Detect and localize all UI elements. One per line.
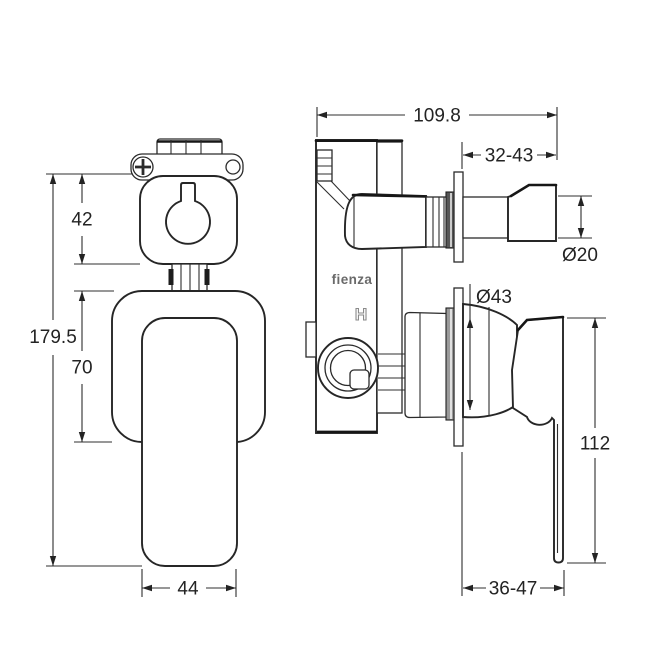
dim-knob-height: 42: [46, 173, 140, 265]
keyhole-marking: [165, 182, 211, 245]
mixer-handle-front: [141, 317, 238, 567]
diverter-knob-side: [507, 183, 558, 242]
side-view: fienza H: [305, 106, 610, 600]
bracket-hole-icon: [225, 159, 241, 175]
hot-indicator: H: [355, 305, 367, 324]
dim-plate-diameter: Ø43: [466, 284, 512, 410]
dim-diverter-wall-range: 32-43: [461, 142, 556, 169]
threaded-adapter: [425, 196, 448, 248]
dim-handle-width: 44: [141, 569, 237, 600]
dim-label-handle-length: 112: [580, 434, 610, 455]
mounting-tab: [305, 321, 317, 358]
diverter-knob: [139, 175, 238, 265]
cartridge-housing: [317, 337, 379, 399]
mounting-screw-icon: [132, 156, 154, 178]
dim-label-plate-diameter: Ø43: [476, 287, 512, 308]
dim-label-handle-width: 44: [177, 579, 199, 600]
handle-assembly: [378, 287, 565, 564]
dim-label-overall-height: 179.5: [29, 327, 77, 348]
dim-overall-depth: 109.8: [316, 106, 558, 160]
diverter-stem-tube: [462, 196, 509, 239]
wall-bracket: [130, 153, 244, 181]
dim-plate-height: 70: [71, 290, 114, 443]
dim-label-handle-wall-range: 36-47: [489, 579, 538, 600]
dim-handle-wall-range: 36-47: [461, 452, 565, 600]
dim-label-diverter-wall-range: 32-43: [485, 146, 534, 167]
lever-handle-side: [511, 315, 565, 564]
inlet-fitting: [316, 149, 333, 182]
stem-clip-left: [168, 269, 174, 285]
dim-overall-height: 179.5: [29, 174, 142, 567]
dim-label-plate-height: 70: [71, 358, 92, 379]
wall-flange-lower: [453, 287, 464, 447]
dim-handle-length: 112: [567, 317, 610, 564]
dim-diverter-diameter: Ø20: [558, 195, 598, 266]
wall-flange-upper: [453, 171, 464, 263]
dim-label-knob-height: 42: [71, 210, 92, 231]
stem-clip-right: [204, 269, 210, 285]
knob-stem: [168, 263, 210, 292]
trim-sleeve: [404, 311, 448, 419]
valve-body: fienza H: [305, 139, 404, 434]
front-view: 42 179.5 70 44: [29, 138, 266, 600]
dim-label-diverter-diameter: Ø20: [562, 245, 598, 266]
dim-label-overall-depth: 109.8: [413, 106, 461, 127]
brand-label: fienza: [332, 272, 373, 287]
diverter-stem-assembly: [344, 171, 558, 263]
